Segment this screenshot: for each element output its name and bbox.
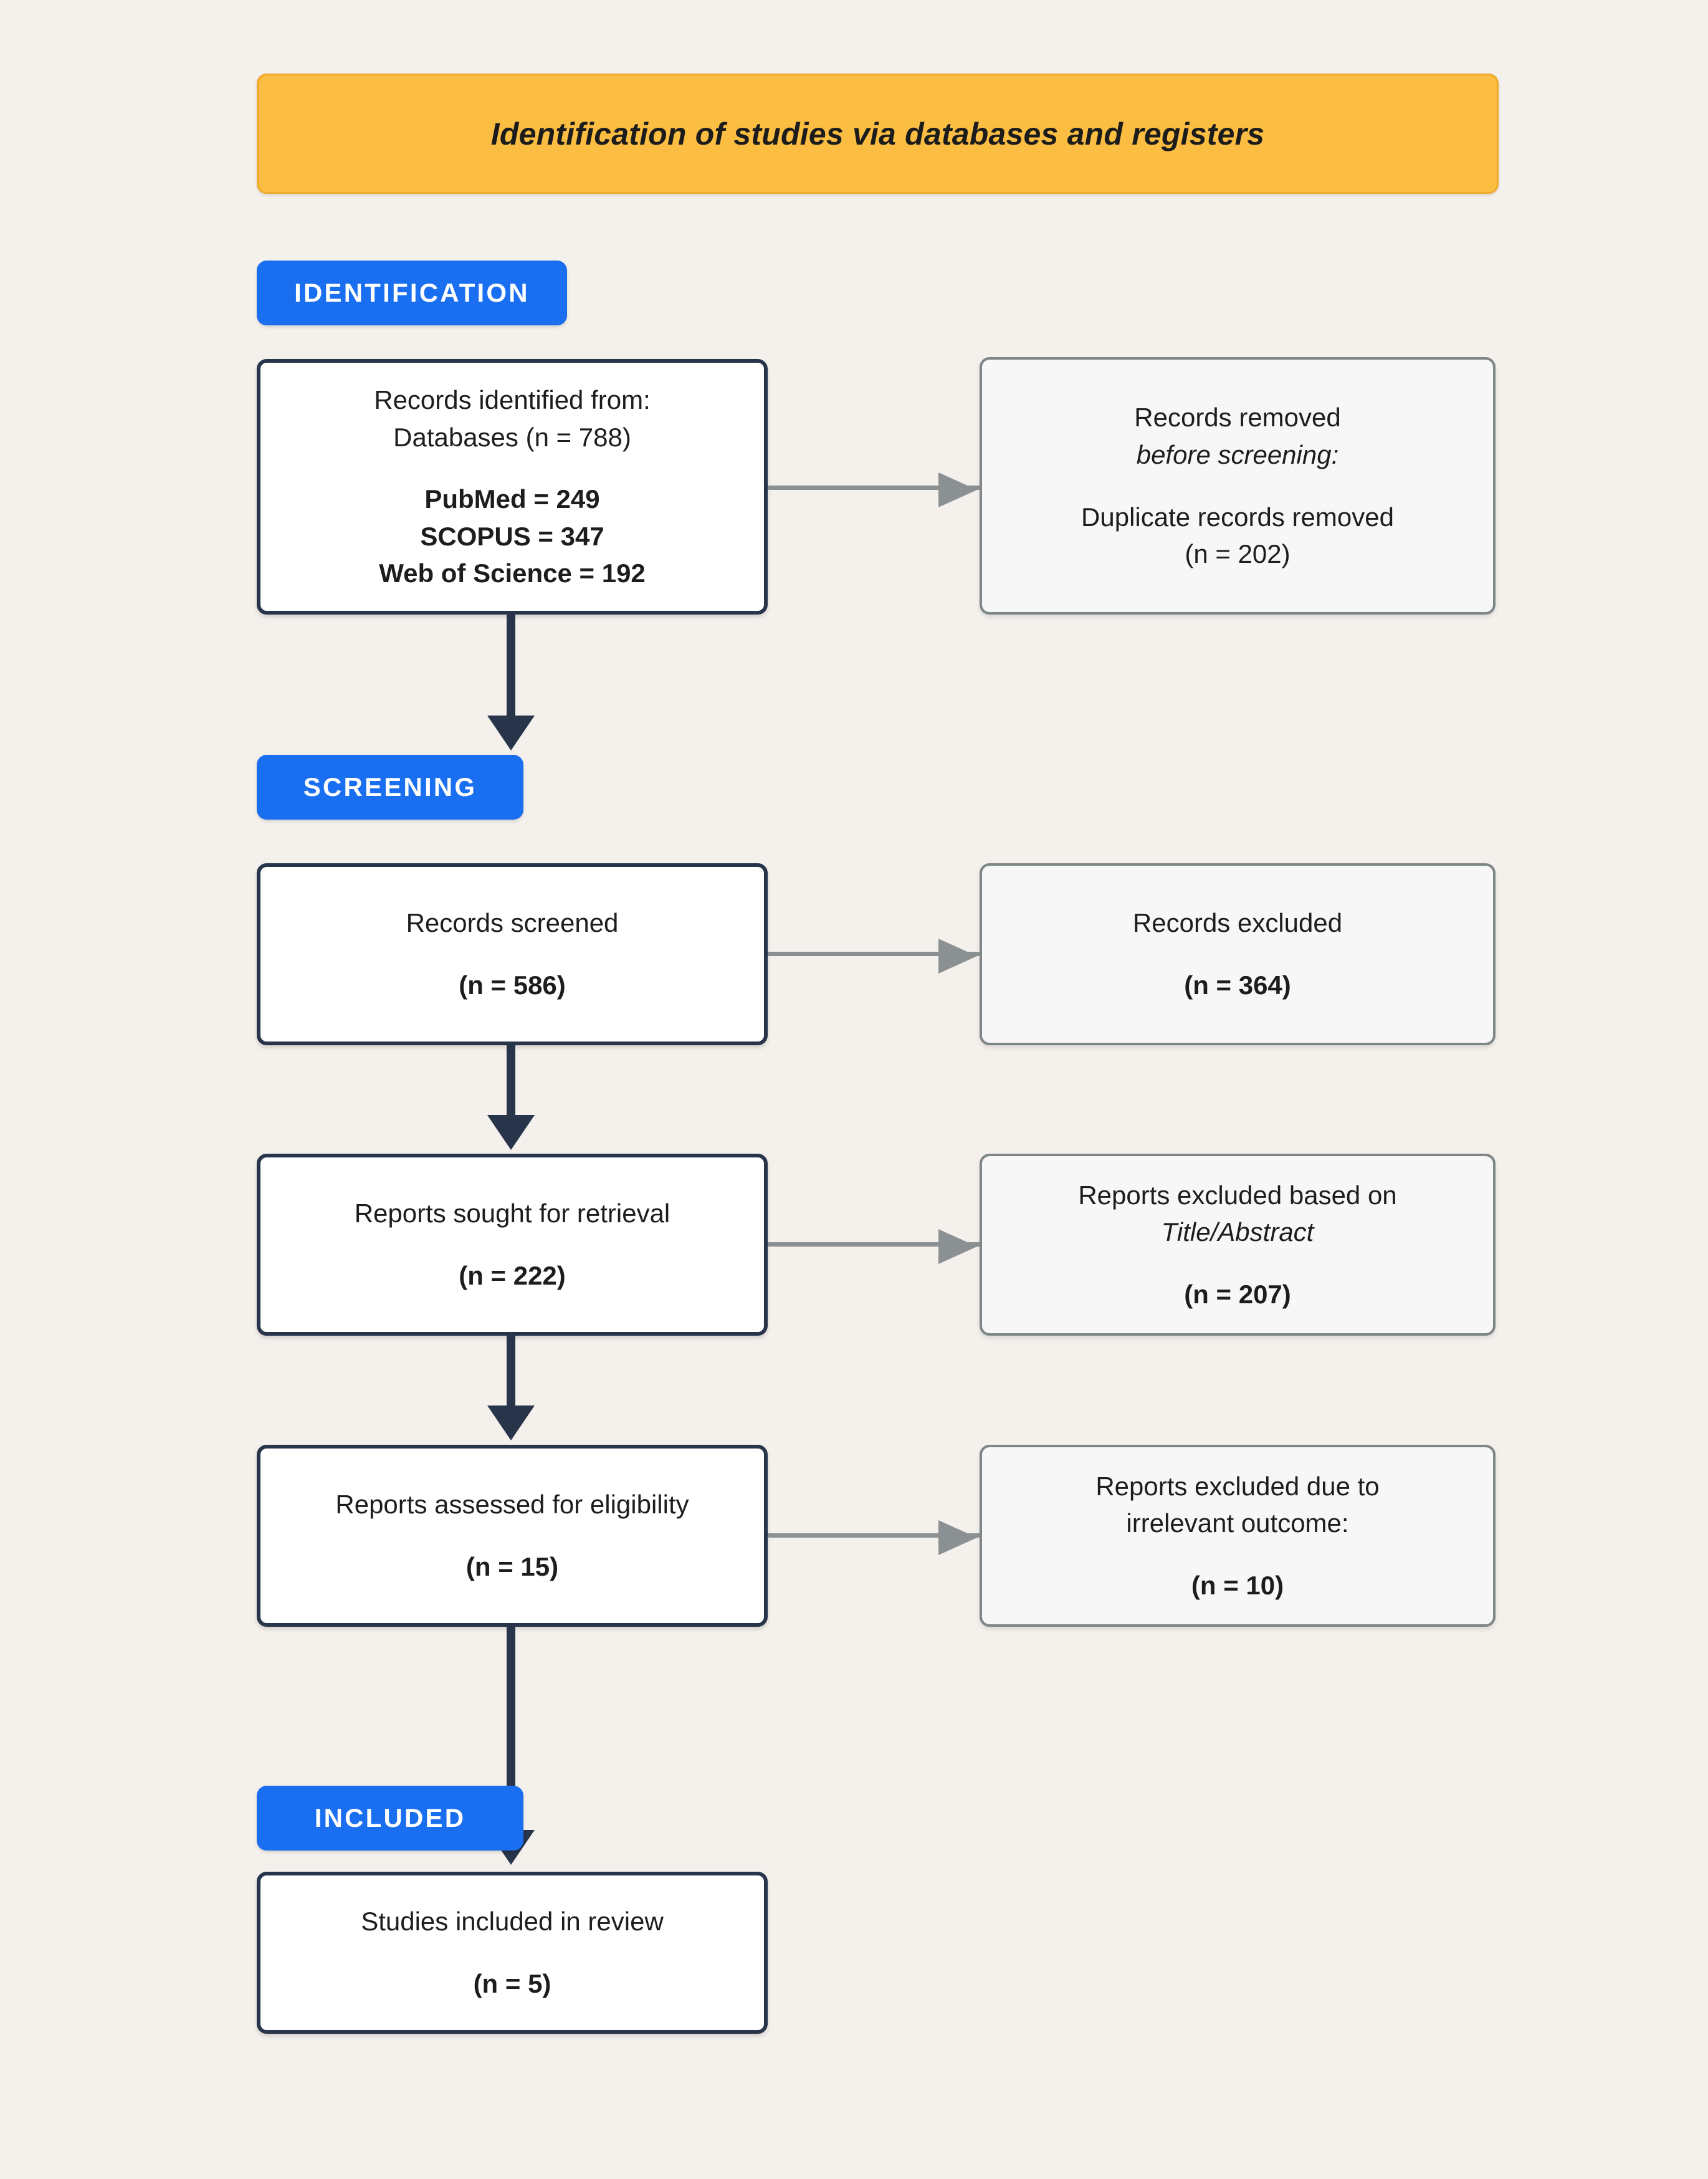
- connector-screened-to-excluded: [768, 952, 980, 956]
- connector-sought-to-excluded: [768, 1242, 980, 1247]
- records-removed-line-1: Records removed: [1134, 403, 1341, 433]
- connector-identified-to-screened: [507, 615, 515, 719]
- reports-excluded-outcome-line-1: Reports excluded due to: [1095, 1471, 1380, 1501]
- arrowhead-right-icon: [938, 939, 977, 974]
- arrowhead-right-icon: [938, 472, 977, 507]
- node-records-removed: Records removed before screening: Duplic…: [980, 357, 1496, 615]
- node-records-excluded: Records excluded (n = 364): [980, 863, 1496, 1045]
- node-records-identified: Records identified from: Databases (n = …: [257, 359, 768, 615]
- reports-excluded-outcome-count: (n = 10): [1191, 1570, 1284, 1600]
- records-removed-line-3: Duplicate records removed: [1081, 502, 1394, 532]
- records-identified-line-1: Records identified from:: [374, 385, 651, 414]
- records-removed-line-2: before screening:: [1136, 439, 1339, 469]
- stage-badge-screening-label: SCREENING: [303, 772, 477, 802]
- reports-excluded-outcome-line-2: irrelevant outcome:: [1126, 1508, 1349, 1538]
- records-excluded-label: Records excluded: [1132, 908, 1343, 938]
- arrowhead-down-icon: [487, 716, 535, 750]
- diagram-title-banner: Identification of studies via databases …: [257, 74, 1499, 194]
- records-excluded-count: (n = 364): [1184, 970, 1291, 1000]
- stage-badge-identification-label: IDENTIFICATION: [294, 278, 530, 307]
- connector-assessed-to-excluded: [768, 1533, 980, 1538]
- records-identified-scopus: SCOPUS = 347: [420, 521, 604, 551]
- node-studies-included: Studies included in review (n = 5): [257, 1872, 768, 2034]
- records-screened-count: (n = 586): [459, 970, 566, 1000]
- records-removed-count: (n = 202): [1185, 539, 1291, 569]
- records-screened-label: Records screened: [406, 908, 619, 938]
- arrowhead-down-icon: [487, 1406, 535, 1440]
- records-identified-wos: Web of Science = 192: [379, 558, 646, 588]
- diagram-title: Identification of studies via databases …: [490, 116, 1265, 151]
- reports-excluded-ta-line-2: Title/Abstract: [1161, 1217, 1314, 1247]
- node-reports-assessed: Reports assessed for eligibility (n = 15…: [257, 1445, 768, 1627]
- arrowhead-right-icon: [938, 1229, 977, 1264]
- reports-excluded-ta-count: (n = 207): [1184, 1279, 1291, 1309]
- node-reports-sought: Reports sought for retrieval (n = 222): [257, 1154, 768, 1336]
- connector-identified-to-removed: [768, 486, 980, 490]
- records-identified-pubmed: PubMed = 249: [424, 484, 600, 514]
- node-reports-excluded-irrelevant-outcome: Reports excluded due to irrelevant outco…: [980, 1445, 1496, 1627]
- reports-sought-label: Reports sought for retrieval: [354, 1199, 670, 1228]
- stage-badge-included-label: INCLUDED: [314, 1803, 466, 1832]
- arrowhead-right-icon: [938, 1520, 977, 1555]
- reports-sought-count: (n = 222): [459, 1261, 566, 1290]
- studies-included-count: (n = 5): [473, 1969, 551, 1998]
- stage-badge-screening: SCREENING: [257, 755, 523, 820]
- reports-assessed-label: Reports assessed for eligibility: [335, 1490, 689, 1520]
- reports-excluded-ta-line-1: Reports excluded based on: [1078, 1180, 1397, 1210]
- reports-assessed-count: (n = 15): [465, 1552, 559, 1581]
- node-reports-excluded-title-abstract: Reports excluded based on Title/Abstract…: [980, 1154, 1496, 1336]
- connector-sought-to-assessed: [507, 1336, 515, 1409]
- arrowhead-down-icon: [487, 1115, 535, 1150]
- node-records-screened: Records screened (n = 586): [257, 863, 768, 1045]
- studies-included-label: Studies included in review: [361, 1907, 664, 1937]
- stage-badge-identification: IDENTIFICATION: [257, 261, 567, 325]
- records-identified-line-2: Databases (n = 788): [393, 422, 631, 452]
- connector-screened-to-sought: [507, 1045, 515, 1119]
- stage-badge-included: INCLUDED: [257, 1786, 523, 1851]
